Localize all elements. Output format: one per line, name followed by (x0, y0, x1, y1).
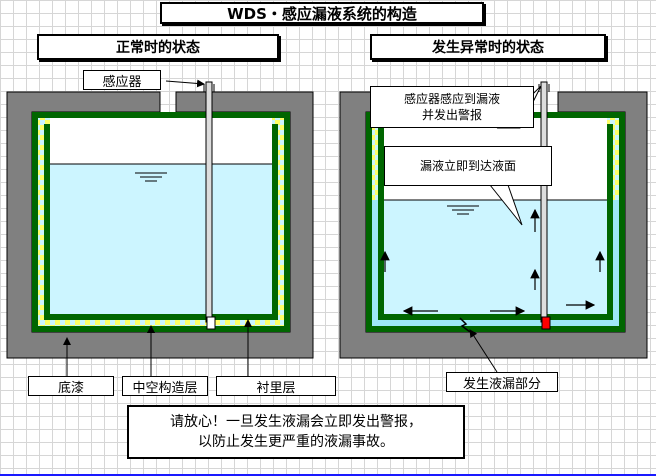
right-hollow-filled (372, 200, 378, 326)
right-liquid (384, 200, 607, 314)
bottom-accent-line (0, 474, 656, 476)
note-line2: 以防止发生更严重的液漏事故。 (198, 434, 394, 450)
callout-sensor-line1: 感应器感应到漏液 (403, 92, 500, 106)
right-liquid-surface-mark (447, 205, 479, 215)
right-sensor-rod (538, 81, 551, 330)
liner-layer-label: 衬里层 (216, 376, 336, 396)
reassurance-note: 请放心！一旦发生液漏会立即发出警报， 以防止发生更严重的液漏事故。 (127, 405, 465, 459)
left-liquid (50, 164, 272, 314)
left-tank (6, 79, 314, 378)
left-sensor-arrow (165, 79, 205, 88)
leak-flow-arrows (380, 208, 605, 316)
left-panel-heading: 正常时的状态 (37, 34, 279, 60)
callout-sensor-line2: 并发出警报 (421, 108, 482, 122)
page-title: WDS・感应漏液系统的构造 (160, 2, 484, 24)
base-paint-label: 底漆 (28, 376, 114, 396)
callout-surface: 漏液立即到达液面 (384, 146, 552, 186)
callout-sensor-alarm: 感应器感应到漏液 并发出警报 (370, 86, 534, 128)
sensor-label: 感应器 (83, 70, 161, 90)
left-sensor-rod (203, 81, 216, 330)
right-panel-heading: 发生异常时的状态 (370, 34, 606, 60)
hollow-layer-label: 中空构造层 (122, 376, 208, 396)
leak-crack-mark (459, 317, 471, 333)
leak-part-label: 发生液漏部分 (446, 372, 558, 392)
note-line1: 请放心！一旦发生液漏会立即发出警报， (170, 414, 422, 430)
left-liquid-surface-mark (135, 172, 167, 182)
right-leak-arrow (469, 329, 498, 373)
